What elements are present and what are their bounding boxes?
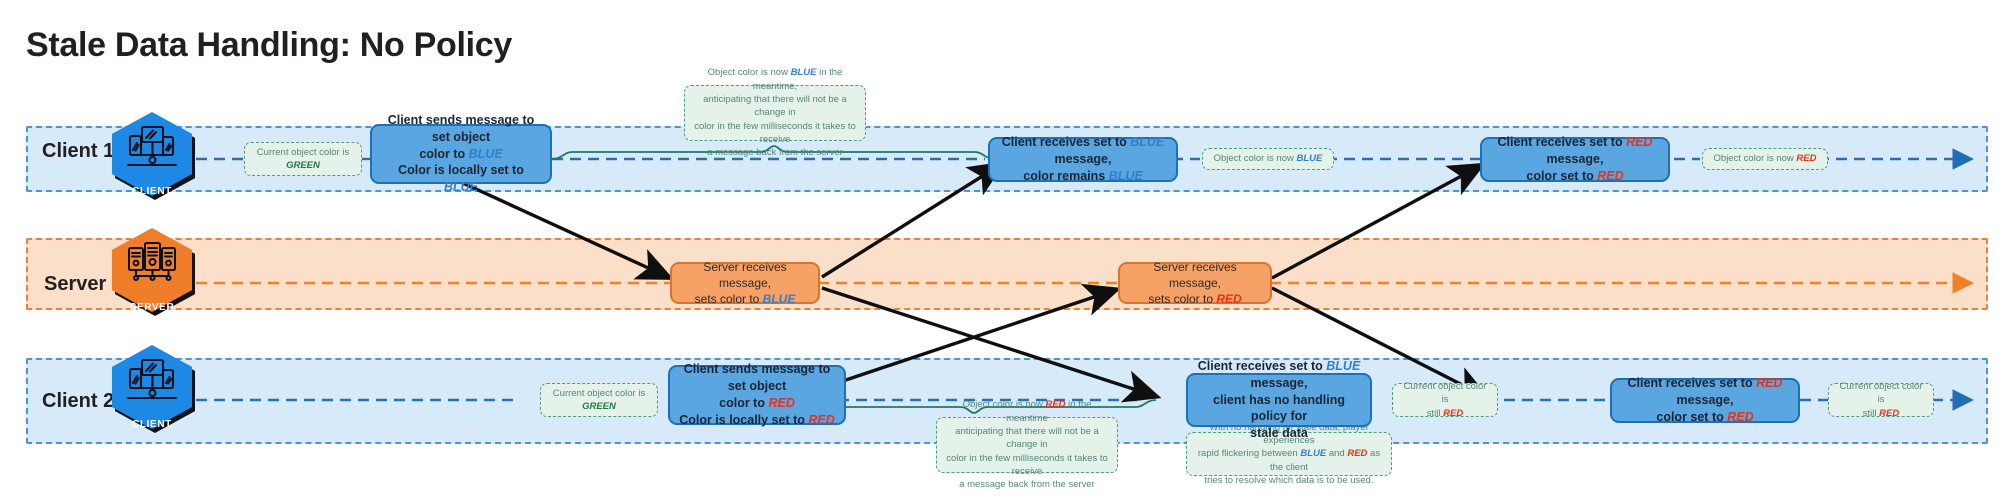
note-line-2b: RED — [1879, 407, 1900, 419]
note-line-2a: rapid flickering between — [1197, 448, 1301, 460]
box-line-1: Server receives message, — [703, 259, 787, 290]
lane-label-server: Server — [44, 273, 107, 295]
actor-server: SERVER — [112, 228, 195, 316]
note-client1-initial-state: Current object color is GREEN — [244, 142, 362, 176]
box-line-1a: Client receives set to — [1197, 358, 1327, 373]
note-line-1b: BLUE — [790, 67, 817, 79]
box-line-2a: Color is locally set to — [398, 163, 524, 178]
swimlane-server — [26, 238, 1988, 310]
note-text-b: BLUE — [1296, 153, 1323, 165]
box-line-1c: message, — [1676, 393, 1734, 408]
client-devices-icon — [112, 351, 192, 409]
note-client2-still-red-2: Current object color is still RED — [1828, 381, 1934, 419]
note-text-a: Object color is now — [1713, 153, 1797, 165]
note-line-2: anticipating that there will not be a ch… — [703, 94, 847, 119]
box-client2-send-red[interactable]: Client sends message to set object color… — [668, 362, 846, 427]
note-line-2e: as the client — [1269, 448, 1381, 473]
box-client2-receive-blue-stale[interactable]: Client receives set to BLUE message, cli… — [1186, 359, 1372, 440]
actor-caption: CLIENT — [132, 419, 172, 430]
note-line-1: With no handling for stale data, player … — [1209, 421, 1369, 447]
box-line-2a: Color is locally set to — [679, 412, 809, 427]
box-line-2a: sets color to — [1148, 292, 1217, 307]
actor-caption: CLIENT — [132, 186, 172, 197]
box-client1-receive-red[interactable]: Client receives set to RED message, colo… — [1480, 135, 1670, 183]
note-line-1: Current object color is — [256, 146, 350, 158]
box-line-2a: color set to — [1526, 168, 1598, 183]
note-client1-object-blue: Object color is now BLUE — [1202, 148, 1334, 170]
note-line-1: Current object color is — [1839, 381, 1923, 406]
note-client2-initial-state: Current object color is GREEN — [540, 383, 658, 417]
note-line-1b: RED — [1045, 399, 1066, 411]
note-line-1c: in the meantime, — [752, 67, 843, 92]
note-line-3: color in the few milliseconds it takes t… — [694, 120, 856, 145]
box-line-2b: RED — [1597, 168, 1624, 183]
box-line-2b: BLUE — [762, 292, 796, 307]
note-text-b: RED — [1796, 153, 1817, 165]
note-client2-flicker-warning: With no handling for stale data, player … — [1186, 422, 1392, 486]
note-line-2c: and — [1326, 448, 1348, 460]
note-line-1: Current object color is — [1403, 381, 1487, 406]
note-line-2b: RED — [1443, 407, 1464, 419]
box-line-1c: RED — [768, 396, 795, 410]
note-line-2d: RED — [1347, 448, 1368, 460]
note-line-1: Current object color is — [552, 387, 646, 399]
actor-caption: SERVER — [129, 302, 175, 313]
box-line-2b: RED — [808, 412, 835, 427]
note-line-1a: Object color is now — [962, 399, 1046, 411]
note-client1-meantime-blue: Object color is now BLUE in the meantime… — [684, 67, 866, 158]
box-line-1c: message, — [1546, 152, 1604, 167]
note-line-2: anticipating that there will not be a ch… — [955, 426, 1099, 451]
lane-label-client1: Client 1 — [42, 140, 115, 162]
lane-label-client2: Client 2 — [42, 390, 115, 412]
box-line-1a: Client receives set to — [1627, 376, 1757, 391]
box-line-1c: message, — [1054, 152, 1112, 167]
box-line-2b: RED — [1727, 409, 1754, 424]
client-devices-icon — [112, 118, 192, 176]
note-line-2a: still — [1862, 407, 1880, 419]
page-title: Stale Data Handling: No Policy — [26, 26, 512, 64]
box-line-1b: RED — [1756, 376, 1783, 391]
box-line-1a: Client receives set to — [1001, 135, 1131, 150]
server-rack-icon — [112, 234, 192, 292]
box-line-3: stale data — [1250, 426, 1308, 441]
box-line-1a: Client sends message to set object — [387, 112, 535, 144]
note-line-3: tries to resolve which data is to be use… — [1204, 474, 1374, 486]
note-line-2: GREEN — [582, 401, 616, 412]
box-line-1b: color to — [719, 396, 769, 410]
note-client2-meantime-red: Object color is now RED in the meantime … — [936, 399, 1118, 490]
box-line-2a: color remains — [1023, 168, 1109, 183]
box-line-2: client has no handling policy for — [1213, 392, 1345, 424]
box-line-1b: BLUE — [1130, 135, 1165, 150]
box-line-1b: RED — [1626, 135, 1653, 150]
box-server-set-red[interactable]: Server receives message, sets color to R… — [1118, 259, 1272, 307]
note-line-4: a message back from the server — [707, 147, 843, 159]
note-line-3: color in the few milliseconds it takes t… — [946, 452, 1108, 477]
note-line-4: a message back from the server — [959, 479, 1095, 491]
box-line-1a: Client receives set to — [1497, 135, 1627, 150]
box-line-1c: BLUE — [468, 146, 503, 161]
box-line-2b: BLUE — [1108, 168, 1143, 183]
box-server-set-blue[interactable]: Server receives message, sets color to B… — [670, 259, 820, 307]
box-line-1a: Client sends message to set object — [683, 362, 831, 394]
box-client2-receive-red[interactable]: Client receives set to RED message, colo… — [1610, 376, 1800, 424]
box-line-2a: color set to — [1656, 409, 1728, 424]
note-line-1a: Object color is now — [707, 67, 791, 79]
box-client1-send-blue[interactable]: Client sends message to set object color… — [370, 113, 552, 194]
actor-client2: CLIENT — [112, 345, 195, 433]
box-line-2a: sets color to — [694, 292, 763, 307]
note-line-2b: BLUE — [1300, 448, 1327, 460]
note-line-2a: still — [1426, 407, 1444, 419]
box-line-1b: BLUE — [1326, 358, 1361, 373]
box-line-1b: color to — [419, 146, 469, 161]
actor-client1: CLIENT — [112, 112, 195, 200]
box-line-2b: BLUE — [443, 180, 479, 195]
note-client1-object-red: Object color is now RED — [1702, 148, 1828, 170]
note-line-2: GREEN — [286, 160, 320, 171]
box-line-2b: RED — [1216, 292, 1242, 307]
box-client1-receive-blue[interactable]: Client receives set to BLUE message, col… — [988, 135, 1178, 183]
note-text-a: Object color is now — [1213, 153, 1297, 165]
box-line-1: Server receives message, — [1153, 259, 1237, 290]
note-client2-still-red-1: Current object color is still RED — [1392, 381, 1498, 419]
box-line-1c: message, — [1250, 375, 1308, 390]
